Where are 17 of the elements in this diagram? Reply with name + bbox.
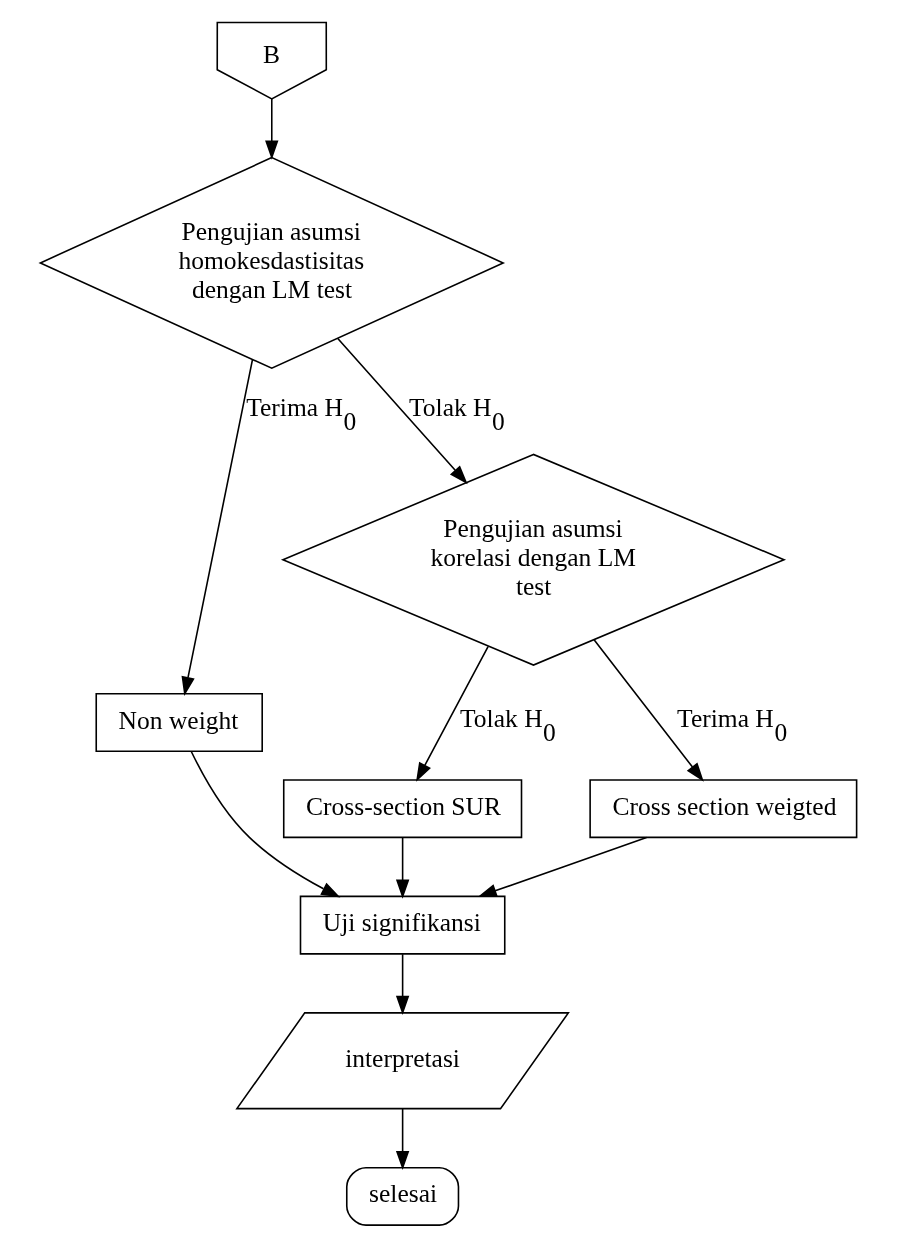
- node-box: Cross section weigted: [589, 779, 858, 839]
- arrow: [190, 750, 341, 898]
- arrow: [593, 638, 704, 782]
- arrow: [181, 358, 254, 696]
- arrow: [477, 836, 648, 898]
- arrow: [265, 98, 279, 160]
- arrow: [395, 953, 410, 1015]
- arrow: [395, 836, 410, 899]
- arrow: [416, 645, 489, 782]
- node-box: Cross-section SUR: [282, 779, 523, 839]
- arrow: [395, 1107, 410, 1171]
- node-box: selesai: [345, 1166, 460, 1226]
- node-box: Uji signifikansi: [299, 895, 506, 955]
- node-diamond: Pengujian asumsi korelasi dengan LM test: [280, 453, 787, 666]
- arrow: [337, 337, 468, 485]
- node-box: Non weight: [95, 692, 263, 752]
- node-diamond: Pengujian asumsi homokesdastisitas dengan LM test: [38, 156, 506, 370]
